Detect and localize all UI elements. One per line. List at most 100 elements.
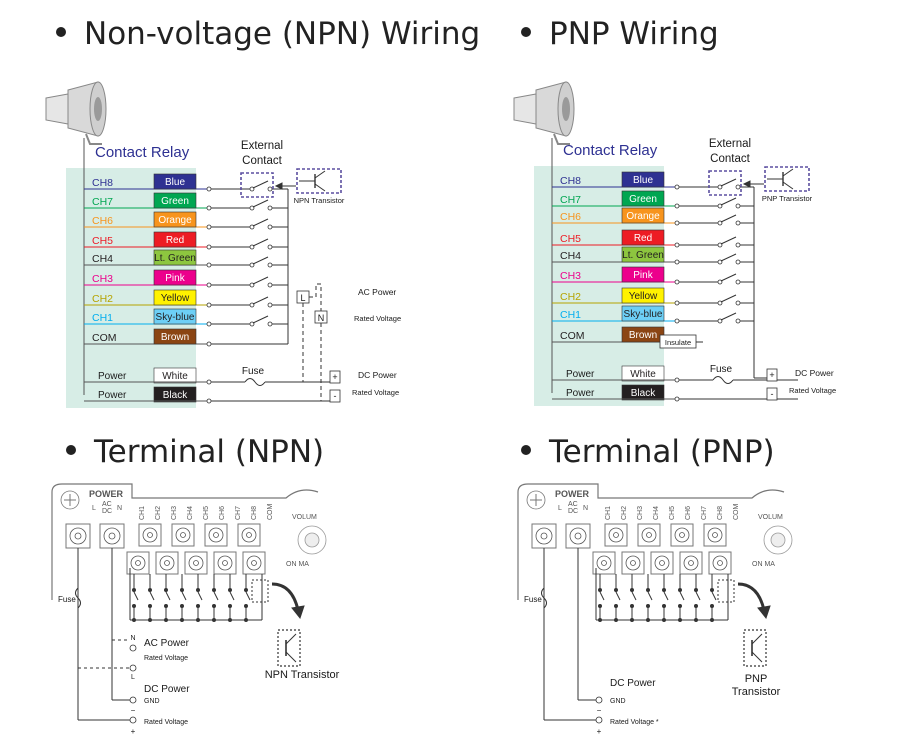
- terminal-label-ch3: CH3: [171, 506, 178, 520]
- relay-contact-top-6: [694, 588, 699, 593]
- ac-rated-voltage-label: Rated Voltage: [354, 314, 401, 323]
- wire-color-label-ch2: Yellow: [161, 293, 190, 304]
- terminal-n-label: N: [130, 635, 135, 642]
- transistor-box: [296, 168, 342, 194]
- switch-contact-b-ch7: [267, 205, 273, 211]
- wire-color-label-com: Brown: [161, 332, 189, 343]
- terminal-label-ch5: CH5: [669, 506, 676, 520]
- terminal-dot-ch5: [206, 244, 212, 250]
- power-terminal-header: POWER: [89, 489, 124, 499]
- power-color-box-0: [153, 367, 197, 384]
- heading-npn-terminal-text: Terminal (NPN): [94, 434, 325, 470]
- switch-contact-b-ch1: [267, 321, 273, 327]
- external-contact-label-1: External: [241, 140, 283, 152]
- relay-switch-2: [165, 591, 171, 601]
- relay-switch-0: [133, 591, 139, 601]
- terminal-dc-rated-label: Rated Voltage: [144, 719, 188, 726]
- transistor-arrow-head-icon: [757, 605, 771, 620]
- terminal-transistor-box: [277, 629, 301, 667]
- terminal-label-ch7: CH7: [235, 506, 242, 520]
- wire-color-label-ch2: Yellow: [629, 291, 658, 302]
- channel-label-ch8: CH8: [560, 175, 581, 187]
- power-terminal-header: POWER: [555, 489, 590, 499]
- terminal-dot-ch8: [206, 186, 212, 192]
- relay-contact-top-4: [195, 588, 200, 593]
- volume-knob-inner-icon: [304, 532, 320, 548]
- dc-minus-label: -: [334, 391, 337, 401]
- switch-blade-ch3: [720, 273, 737, 282]
- heading-pnp-wiring-text: PNP Wiring: [549, 16, 719, 52]
- terminal-dot-ch1: [674, 318, 680, 324]
- terminal-transistor-box: [743, 629, 767, 667]
- switch-blade-ch1: [252, 315, 269, 324]
- terminal-label-ch7: CH7: [701, 506, 708, 520]
- terminal-transistor-emitter-icon: [285, 651, 297, 663]
- wire-color-box-ch7: [153, 192, 197, 209]
- volume-knob-inner-icon: [770, 532, 786, 548]
- terminal-dot-ch6: [674, 220, 680, 226]
- relay-contact-top-3: [646, 588, 651, 593]
- channel-screw-center-top-3: [246, 532, 252, 538]
- relay-switch-4: [663, 591, 669, 601]
- dc-gnd-terminal: [129, 696, 137, 704]
- channel-label-ch2: CH2: [560, 291, 581, 303]
- terminal-label-ch1: CH1: [605, 506, 612, 520]
- channel-screw-center-bottom-4: [251, 560, 257, 566]
- power-label-1: Power: [98, 390, 127, 401]
- dc-minus-label: -: [771, 389, 774, 399]
- transistor-collector-icon: [782, 168, 794, 177]
- channel-label-ch3: CH3: [92, 273, 113, 285]
- switch-contact-b-ch5: [735, 242, 741, 248]
- terminal-dc-power-label: DC Power: [610, 678, 656, 689]
- channel-label-ch8: CH8: [92, 177, 113, 189]
- terminal-label-ch8: CH8: [251, 506, 258, 520]
- switch-contact-b-ch3: [267, 282, 273, 288]
- relay-contact-top-5: [211, 588, 216, 593]
- relay-switch-6: [695, 591, 701, 601]
- dc-plus-terminal: [595, 716, 603, 724]
- switch-blade-ch5: [720, 236, 737, 245]
- switch-contact-b-ch1: [735, 318, 741, 324]
- terminal-transistor-collector-icon: [285, 633, 297, 645]
- wire-color-label-ch3: Pink: [165, 273, 185, 284]
- relay-switch-1: [149, 591, 155, 601]
- transistor-arrow-head-icon: [291, 605, 305, 620]
- switch-blade-ch1: [720, 312, 737, 321]
- switch-contact-b-ch8: [735, 184, 741, 190]
- power-terminal-dot-1: [206, 398, 212, 404]
- switch-blade-ch5: [252, 238, 269, 247]
- channel-screw-center-top-0: [147, 532, 153, 538]
- l-terminal-label: L: [300, 293, 305, 303]
- wire-color-label-ch1: Sky-blue: [156, 312, 195, 323]
- transistor-arrow-head-icon: [274, 182, 283, 190]
- power-terminal-dot-1: [674, 396, 680, 402]
- ac-label: AC: [102, 501, 112, 508]
- contact-relay-title: Contact Relay: [563, 142, 658, 159]
- wire-color-label-ch5: Red: [634, 233, 652, 244]
- dc-rated-voltage-label: Rated Voltage: [789, 386, 836, 395]
- wire-color-box-ch2: [621, 287, 665, 304]
- terminal-dot-ch4: [674, 259, 680, 265]
- external-contact-dashed-box: [708, 170, 742, 196]
- on-ma-label: ON MA: [752, 561, 775, 568]
- wire-color-label-ch6: Orange: [158, 215, 192, 226]
- switch-contact-b-ch4: [735, 259, 741, 265]
- terminal-fuse-label: Fuse: [524, 595, 542, 604]
- switch-blade-ch8: [720, 178, 737, 187]
- heading-npn-wiring-text: Non-voltage (NPN) Wiring: [84, 16, 481, 52]
- channel-label-ch7: CH7: [560, 194, 581, 206]
- channel-label-ch5: CH5: [92, 235, 113, 247]
- terminal-label-ch2: CH2: [621, 506, 628, 520]
- switch-contact-b-ch8: [267, 186, 273, 192]
- heading-npn-wiring: Non-voltage (NPN) Wiring: [56, 14, 480, 54]
- wire-color-label-ch8: Blue: [165, 177, 185, 188]
- switch-blade-ch2: [252, 296, 269, 305]
- switch-contact-b-ch6: [267, 224, 273, 230]
- housing-outline: [517, 483, 785, 600]
- power-terminal-dot-0: [206, 379, 212, 385]
- channel-label-ch6: CH6: [92, 215, 113, 227]
- dc-plus-label: +: [769, 370, 774, 380]
- dc-rated-voltage-label: Rated Voltage: [352, 388, 399, 397]
- ac-l-terminal: [129, 664, 137, 672]
- transistor-emitter-icon: [314, 183, 326, 192]
